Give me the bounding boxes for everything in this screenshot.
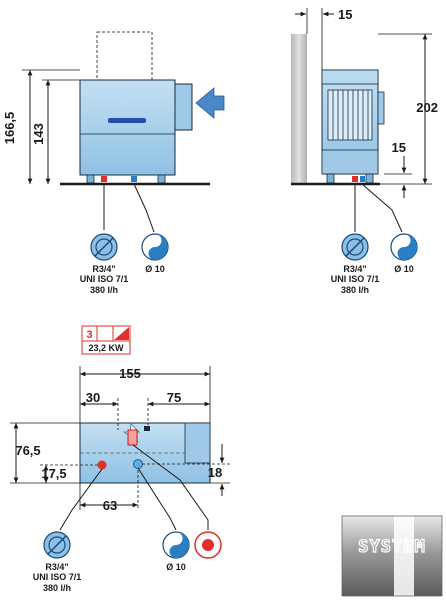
side-view: 15 202 15 R3/4" UNI ISO 7/1 380 l/h Ø 10 bbox=[291, 7, 438, 295]
door-handle bbox=[108, 118, 146, 123]
electrical-leader-line bbox=[132, 444, 209, 530]
dim-total-height: 166,5 bbox=[2, 112, 17, 145]
water-inlet-connection bbox=[131, 176, 137, 182]
water-inlet-connection bbox=[360, 176, 365, 182]
foot bbox=[365, 173, 374, 184]
power-label: 23,2 KW bbox=[88, 343, 124, 353]
drain-flow-label: 380 l/h bbox=[90, 285, 118, 295]
drain-leader-line bbox=[59, 468, 103, 531]
electrical-box bbox=[127, 429, 138, 446]
drain-standard-label: UNI ISO 7/1 bbox=[33, 572, 82, 582]
side-top-band bbox=[321, 69, 379, 85]
dim-body-height: 143 bbox=[31, 123, 46, 145]
water-inlet-symbol-icon bbox=[141, 233, 169, 261]
power-badge: 3 23,2 KW bbox=[81, 325, 131, 355]
dim-foot-height: 15 bbox=[392, 140, 406, 155]
drain-symbol-icon bbox=[43, 531, 71, 559]
drain-thread-label: R3/4" bbox=[45, 562, 68, 572]
side-base-band bbox=[321, 149, 379, 175]
system-logo: SYSTEM bbox=[341, 515, 443, 597]
water-inlet-symbol-icon bbox=[390, 233, 418, 261]
plan-view: 3 23,2 KW 155 30 75 76,5 bbox=[10, 325, 230, 593]
water-inlet-connection bbox=[133, 459, 143, 469]
drain-connection bbox=[352, 176, 358, 182]
dim-depth: 76,5 bbox=[15, 443, 40, 458]
water-inlet-connection bbox=[144, 426, 150, 431]
foot bbox=[86, 174, 95, 184]
dim-right-offset-y: 18 bbox=[208, 465, 222, 480]
water-inlet-label: Ø 10 bbox=[145, 264, 165, 274]
dim-right-offset: 75 bbox=[167, 390, 181, 405]
drain-connection bbox=[101, 176, 107, 182]
plan-side-module bbox=[184, 422, 211, 464]
drain-thread-label: R3/4" bbox=[92, 264, 115, 274]
drain-symbol-icon bbox=[90, 233, 118, 261]
water-inlet-label: Ø 10 bbox=[394, 264, 414, 274]
wall bbox=[291, 34, 307, 184]
drain-flow-label: 380 l/h bbox=[43, 583, 71, 593]
side-panel-right bbox=[377, 91, 385, 125]
inlet-leader-line bbox=[361, 183, 403, 233]
water-inlet-symbol-icon bbox=[162, 531, 190, 559]
dim-wall-gap: 15 bbox=[338, 7, 352, 22]
drain-standard-label: UNI ISO 7/1 bbox=[331, 274, 380, 284]
water-inlet-label: Ø 10 bbox=[166, 562, 186, 572]
basket-rack bbox=[327, 89, 373, 141]
machine-body bbox=[79, 79, 176, 176]
inlet-leader-line bbox=[137, 467, 177, 531]
logo-text: SYSTEM bbox=[358, 537, 425, 557]
dim-total-height: 202 bbox=[416, 100, 438, 115]
inlet-leader-line bbox=[133, 183, 155, 233]
foot bbox=[326, 173, 335, 184]
foot bbox=[157, 174, 166, 184]
side-module bbox=[174, 83, 193, 131]
feed-direction-arrow bbox=[195, 87, 225, 119]
front-view: 166,5 143 R3/4" UNI ISO 7/1 380 l/h Ø 10 bbox=[2, 31, 225, 295]
dim-drain-offset: 17,5 bbox=[41, 466, 66, 481]
phase-badge: 3 bbox=[86, 329, 92, 341]
drain-connection bbox=[97, 460, 107, 470]
drain-standard-label: UNI ISO 7/1 bbox=[80, 274, 129, 284]
electrical-connection-icon bbox=[194, 531, 222, 559]
dim-inlet-offset: 63 bbox=[103, 498, 117, 513]
hood-outline-dashed bbox=[96, 31, 153, 81]
dim-left-offset: 30 bbox=[86, 390, 100, 405]
dim-width: 155 bbox=[119, 366, 141, 381]
drain-flow-label: 380 l/h bbox=[341, 285, 369, 295]
phase-triangle-icon bbox=[114, 327, 129, 340]
drain-thread-label: R3/4" bbox=[343, 264, 366, 274]
drain-symbol-icon bbox=[341, 233, 369, 261]
